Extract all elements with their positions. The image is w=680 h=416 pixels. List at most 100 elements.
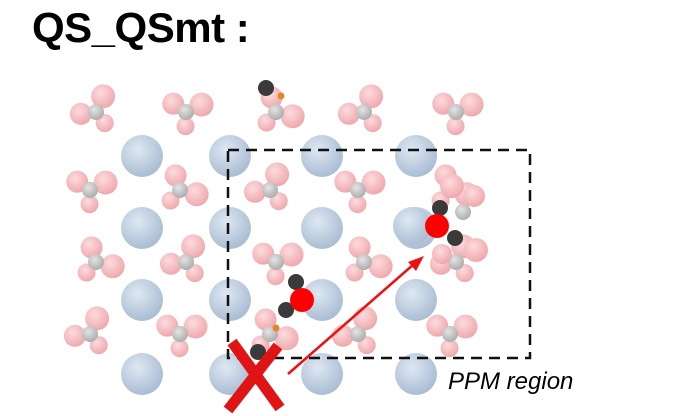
carbonate-group [162, 92, 214, 136]
oxygen-atom [184, 182, 209, 207]
oxygen-atom [183, 314, 208, 339]
oxygen-atom [63, 324, 86, 347]
carbon-atom [250, 344, 266, 360]
carbonate-group [77, 236, 125, 282]
cation-atom [209, 207, 251, 249]
carbonate-group [156, 314, 208, 358]
oxygen-atom [280, 104, 305, 129]
oxygen-atom [189, 92, 214, 117]
oxygen-atom [159, 252, 182, 275]
arrow-icon [287, 256, 424, 375]
adsorbate-molecule [425, 200, 463, 246]
carbonate-group [337, 84, 384, 133]
adsorbate-molecule [258, 80, 285, 100]
carbon-atom [448, 104, 464, 120]
oxygen-atom [85, 306, 110, 331]
oxygen-atom [440, 174, 464, 198]
carbon-atom [258, 80, 274, 96]
oxygen-atom [265, 162, 290, 187]
hydrogen-atom [272, 324, 280, 332]
ppm-region-box [226, 148, 532, 360]
oxygen-atom [91, 84, 116, 109]
carbon-atom [172, 182, 188, 198]
carbon-atom [82, 182, 98, 198]
oxygen-atom [368, 254, 393, 279]
carbon-atom [278, 302, 294, 318]
cation-atom [121, 279, 163, 321]
carbon-atom [88, 104, 104, 120]
cation-atom [209, 279, 251, 321]
carbon-atom [268, 104, 284, 120]
cation-atom [395, 279, 437, 321]
cation-atom [393, 207, 431, 245]
oxygen-atom [80, 195, 99, 214]
cation-atom [301, 135, 343, 177]
oxygen-atom [266, 267, 285, 286]
carbon-atom [172, 326, 188, 342]
cation-atom [301, 207, 343, 249]
ppm-region-label: PPM region [448, 368, 574, 395]
oxygen-atom [348, 236, 371, 259]
oxygen-atom [181, 234, 206, 259]
carbonate-group [426, 314, 478, 358]
adsorbate-molecules [250, 80, 463, 360]
cation-atom [301, 353, 343, 395]
oxygen-atom [164, 164, 187, 187]
carbon-atom [432, 200, 448, 216]
carbonate-group [63, 306, 110, 355]
cation-atom [209, 135, 251, 177]
carbonate-group [432, 92, 484, 136]
carbon-atom [288, 274, 304, 290]
oxygen-atom [337, 102, 360, 125]
carbon-atom [356, 254, 372, 270]
oxygen-atom [432, 244, 452, 264]
carbonate-group [161, 164, 209, 210]
cation-atom [121, 353, 163, 395]
oxygen-atom [170, 339, 189, 358]
ppm-region-slab [393, 174, 488, 264]
carbonate-group [243, 162, 290, 211]
carbon-atom [455, 204, 471, 220]
oxygen-atom [464, 238, 488, 262]
carbonate-group [66, 170, 118, 214]
cation-atom [395, 353, 437, 395]
oxygen-atom [359, 84, 384, 109]
oxygen-atom [254, 308, 277, 331]
carbonate-group [257, 86, 305, 132]
carbonate-group [252, 242, 304, 286]
oxygen-atom [446, 117, 465, 136]
carbon-atom [350, 182, 366, 198]
adsorbate-molecule [250, 344, 266, 360]
carbon-atom [442, 326, 458, 342]
carbonate-group [345, 236, 393, 282]
carbon-atom [350, 326, 366, 342]
oxygen-atom [361, 170, 386, 195]
cation-atom [395, 135, 437, 177]
oxygen-atom [80, 236, 103, 259]
oxygen-atom [100, 254, 125, 279]
carbon-atom [178, 104, 194, 120]
oxygen-atom [459, 92, 484, 117]
oxygen-atom [69, 102, 92, 125]
oxygen-atom [274, 326, 299, 351]
oxygen-atom [290, 288, 314, 312]
cation-atom [121, 207, 163, 249]
hydrogen-atom [277, 92, 285, 100]
adsorbate-molecule [272, 274, 314, 332]
cation-atom [301, 279, 343, 321]
oxygen-atom [453, 314, 478, 339]
page-title: QS_QSmt : [32, 4, 250, 51]
carbon-atom [82, 326, 98, 342]
cation-atom [209, 353, 251, 395]
carbon-atom [268, 254, 284, 270]
oxygen-atom [425, 214, 449, 238]
carbon-atom [88, 254, 104, 270]
carbonate-group [159, 234, 206, 283]
carbon-atom [178, 254, 194, 270]
oxygen-atom [348, 195, 367, 214]
oxygen-atom [93, 170, 118, 195]
carbon-atom [448, 254, 464, 270]
oxygen-atom [176, 117, 195, 136]
oxygen-atom [440, 339, 459, 358]
